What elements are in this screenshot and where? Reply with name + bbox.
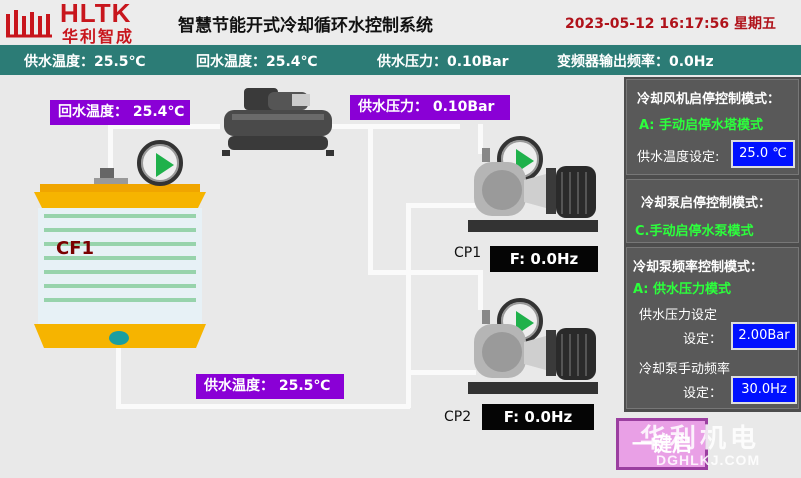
manual-freq-sublabel: 设定： xyxy=(683,386,723,401)
header-bar: HLTK 华利智成 智慧节能开式冷却循环水控制系统 2023-05-12 16:… xyxy=(0,0,801,46)
datetime-display: 2023-05-12 16:17:56 星期五 xyxy=(565,16,776,32)
chiller-unit-icon xyxy=(222,88,334,156)
watermark-url: DGHLKJ.COM xyxy=(656,452,761,468)
supply-header-pipe xyxy=(368,270,483,275)
fan-control-title: 冷却风机启停控制模式： xyxy=(637,92,781,107)
status-return-temp: 回水温度：25.4℃ xyxy=(196,54,318,70)
logo-text: HLTK xyxy=(60,0,132,28)
pump-control-title: 冷却泵启停控制模式： xyxy=(641,196,772,211)
pump2-name: CP2 xyxy=(444,409,472,425)
one-key-start-button[interactable]: 一键启 xyxy=(616,418,708,470)
fan-setpoint-label: 供水温度设定: xyxy=(637,150,720,165)
status-supply-temp: 供水温度：25.5℃ xyxy=(24,54,146,70)
manual-freq-label: 冷却泵手动频率 xyxy=(639,362,731,377)
return-pipe xyxy=(108,124,220,129)
tower-basin-pipe xyxy=(116,346,121,408)
suction-header-pipe xyxy=(406,203,411,408)
pump2-suction-pipe xyxy=(406,370,476,375)
fan-control-box: 冷却风机启停控制模式： A: 手动启停水塔模式 供水温度设定: 25.0 ℃ xyxy=(626,79,799,175)
pump2-icon xyxy=(468,310,598,394)
cooling-tower-icon xyxy=(34,168,206,348)
chiller-outlet-pipe xyxy=(320,124,460,129)
pump1-name: CP1 xyxy=(454,245,482,261)
logo-subtitle: 华利智成 xyxy=(62,27,135,46)
control-panel: 冷却风机启停控制模式： A: 手动启停水塔模式 供水温度设定: 25.0 ℃ 冷… xyxy=(624,77,801,412)
pump-control-box: 冷却泵启停控制模式： C.手动启停水泵模式 xyxy=(626,179,799,243)
supply-pressure-label: 供水压力： 0.10Bar xyxy=(350,95,510,120)
pump2-frequency: F: 0.0Hz xyxy=(482,404,594,430)
pressure-setpoint-input[interactable]: 2.00Bar xyxy=(731,322,797,350)
freq-control-mode[interactable]: A: 供水压力模式 xyxy=(633,282,732,297)
supply-temp-label: 供水温度： 25.5℃ xyxy=(196,374,344,399)
status-bar: 供水温度：25.5℃ 回水温度：25.4℃ 供水压力：0.10Bar 变频器输出… xyxy=(0,45,801,75)
fan-control-mode[interactable]: A: 手动启停水塔模式 xyxy=(639,118,764,133)
status-supply-pressure: 供水压力：0.10Bar xyxy=(377,54,509,70)
freq-control-title: 冷却泵频率控制模式： xyxy=(633,260,764,275)
fan-setpoint-input[interactable]: 25.0 ℃ xyxy=(731,140,795,168)
pump1-frequency: F: 0.0Hz xyxy=(490,246,598,272)
pump-control-mode[interactable]: C.手动启停水泵模式 xyxy=(635,224,754,239)
pressure-setpoint-sublabel: 设定： xyxy=(683,332,723,347)
pump1-discharge-pipe xyxy=(478,124,483,154)
status-vfd-freq: 变频器输出频率：0.0Hz xyxy=(557,54,714,70)
page-title: 智慧节能开式冷却循环水控制系统 xyxy=(178,16,433,36)
supply-header-pipe xyxy=(368,124,373,274)
return-temp-label: 回水温度： 25.4℃ xyxy=(50,100,190,125)
hltk-logo-icon xyxy=(6,10,52,38)
return-pipe xyxy=(108,124,113,174)
pump2-discharge-pipe xyxy=(478,270,483,310)
pump1-suction-pipe xyxy=(406,203,476,208)
pump1-icon xyxy=(468,148,598,232)
manual-freq-input[interactable]: 30.0Hz xyxy=(731,376,797,404)
tower-basin-pipe xyxy=(116,404,410,409)
pressure-setpoint-label: 供水压力设定 xyxy=(639,308,718,323)
watermark-text: 华利机电 xyxy=(640,424,761,454)
tower-fan-start-button[interactable] xyxy=(137,140,183,186)
tower-name: CF1 xyxy=(56,238,95,259)
freq-control-box: 冷却泵频率控制模式： A: 供水压力模式 供水压力设定 设定： 2.00Bar … xyxy=(626,247,799,409)
